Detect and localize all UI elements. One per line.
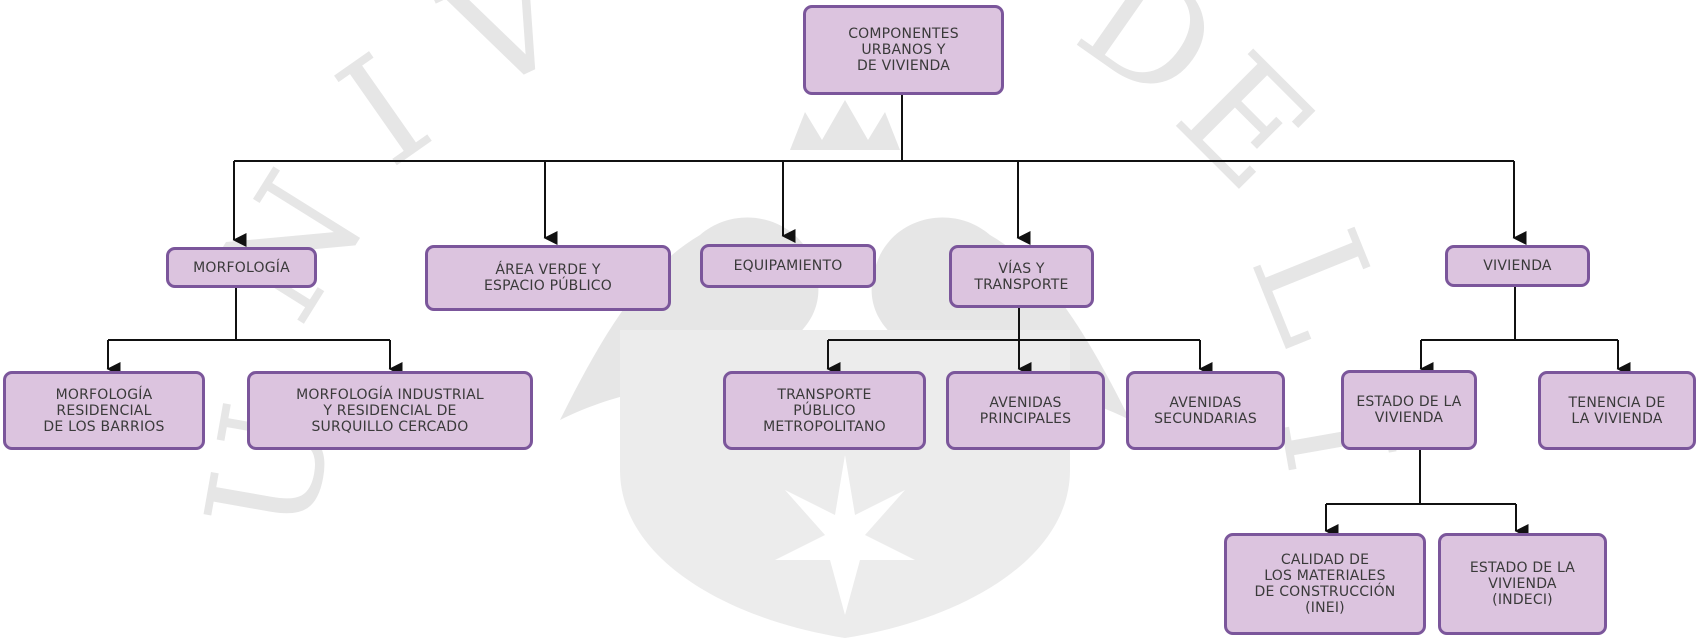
node-vivienda: VIVIENDA: [1445, 245, 1590, 287]
node-morfologia-industrial: MORFOLOGÍA INDUSTRIAL Y RESIDENCIAL DE S…: [247, 371, 533, 450]
node-avenidas-principales: AVENIDAS PRINCIPALES: [946, 371, 1105, 450]
svg-text:E: E: [1145, 22, 1345, 222]
node-estado-indeci: ESTADO DE LA VIVIENDA (INDECI): [1438, 533, 1607, 635]
node-morfologia-residencial: MORFOLOGÍA RESIDENCIAL DE LOS BARRIOS: [3, 371, 205, 450]
node-avenidas-secundarias: AVENIDAS SECUNDARIAS: [1126, 371, 1285, 450]
svg-text:V: V: [420, 0, 596, 128]
node-area-verde: ÁREA VERDE Y ESPACIO PÚBLICO: [425, 245, 671, 311]
node-root: COMPONENTES URBANOS Y DE VIVIENDA: [803, 5, 1004, 95]
node-vias-transporte: VÍAS Y TRANSPORTE: [949, 245, 1094, 308]
node-transporte-publico: TRANSPORTE PÚBLICO METROPOLITANO: [723, 371, 926, 450]
svg-text:I: I: [311, 23, 459, 200]
node-tenencia-vivienda: TENENCIA DE LA VIVIENDA: [1538, 371, 1696, 450]
node-morfologia: MORFOLOGÍA: [166, 247, 317, 288]
svg-text:L: L: [1217, 208, 1416, 366]
svg-text:D: D: [1049, 0, 1247, 138]
node-calidad-materiales: CALIDAD DE LOS MATERIALES DE CONSTRUCCIÓ…: [1224, 533, 1426, 635]
node-equipamiento: EQUIPAMIENTO: [700, 244, 876, 288]
node-estado-vivienda: ESTADO DE LA VIVIENDA: [1341, 370, 1477, 450]
